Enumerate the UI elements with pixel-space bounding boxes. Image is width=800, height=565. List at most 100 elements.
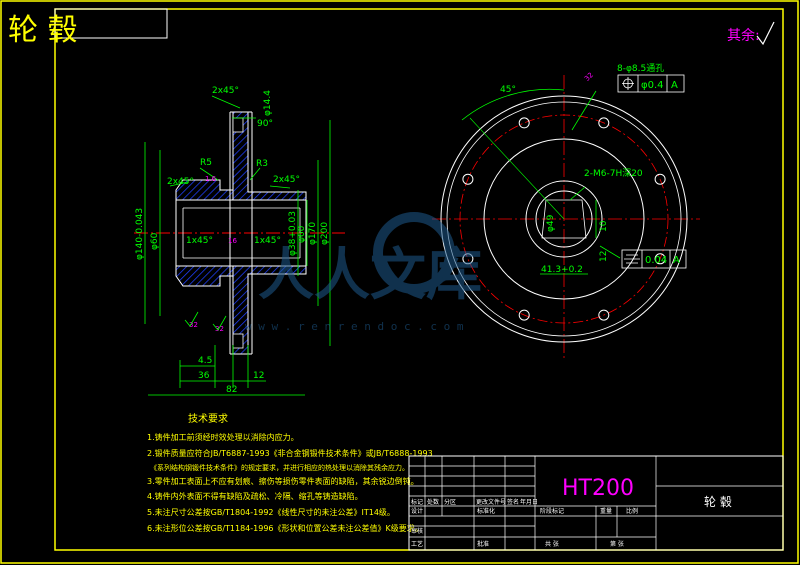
tb-zone: 分区 — [444, 498, 456, 506]
bolt-circle — [459, 114, 669, 324]
tb-process: 工艺 — [411, 540, 423, 548]
dim-bore: φ60 — [150, 232, 160, 250]
tb-sign: 签名 — [507, 498, 519, 506]
outer-circle-2 — [446, 101, 682, 337]
dim-holes: 8-φ8.5通孔 — [617, 63, 664, 74]
sym-tol-value: 0.04 — [645, 255, 667, 266]
dim-38: φ38+0.03 — [288, 211, 298, 256]
tech-req-line-6: 5.未注尺寸公差按GB/T1804-1992《线性尺寸的未注公差》IT14级。 — [147, 507, 395, 517]
dim-12-front: 12 — [599, 251, 609, 262]
leader-chamfer-top — [211, 95, 241, 109]
symmetry-tolerance-frame: 0.04 A — [621, 249, 687, 269]
tb-sheet: 第 张 — [610, 540, 624, 548]
bolt-hole — [518, 117, 530, 129]
tb-mark: 标记 — [411, 498, 423, 506]
dim-thread: 2-M6-7H深20 — [584, 168, 643, 179]
tb-date: 年月日 — [520, 498, 538, 506]
dim-12: 12 — [253, 371, 264, 381]
tb-weight: 重量 — [600, 507, 612, 515]
bolt-hole — [462, 173, 474, 185]
dim-170: φ170 — [308, 222, 318, 245]
technical-requirements: 技术要求 1.铸件加工前须经时效处理以消除内应力。 2.锻件质量应符合JB/T6… — [147, 412, 433, 533]
dim-angle: 90° — [257, 119, 273, 129]
tb-scale: 比例 — [626, 507, 638, 515]
tech-req-line-3: 《系列结构钢锻件技术条件》的规定要求，并进行相应的热处理以消除其残余应力。 — [150, 463, 409, 472]
tb-stage-mark: 阶段标记 — [540, 507, 564, 515]
dim-41: 41.3+0.2 — [541, 265, 583, 275]
tb-approve: 批准 — [477, 540, 489, 548]
roughness-check-icon — [756, 21, 775, 46]
tb-review: 审核 — [411, 527, 423, 535]
dim-200: φ200 — [320, 222, 330, 245]
dim-dia-top: φ14.4 — [263, 90, 273, 116]
dim-82: 82 — [226, 385, 237, 395]
dim-bore-tol: φ140-0.043 — [135, 208, 145, 260]
angle-arc-45 — [461, 88, 565, 121]
tb-change-doc: 更改文件号 — [476, 498, 506, 506]
roughness-32b: 32 — [215, 325, 224, 333]
bolt-holes — [462, 117, 666, 321]
leader-chamfer-right — [269, 185, 291, 189]
dim-r5: R5 — [200, 158, 212, 168]
bolt-hole — [654, 173, 666, 185]
position-tolerance-frame: φ0.4 A — [617, 74, 685, 93]
sym-tol-datum: A — [673, 255, 680, 266]
mid-circle — [483, 138, 645, 300]
bolt-hole — [518, 309, 530, 321]
section-bore-lines — [182, 207, 301, 259]
roughness-32-front: 32 — [583, 71, 595, 83]
dim-dia-49: φ49 — [546, 214, 556, 232]
angle-line-45 — [469, 117, 565, 220]
tb-count: 处数 — [427, 498, 439, 506]
dim-4-5: 4.5 — [198, 356, 212, 366]
tech-req-line-4: 3.零件加工表面上不应有划痕、擦伤等损伤零件表面的缺陷，其余锐边倒钝。 — [147, 476, 419, 486]
title-tag-box — [54, 8, 168, 39]
pos-tol-value: φ0.4 — [641, 80, 664, 91]
roughness-16: 16 — [228, 237, 237, 245]
tech-req-line-1: 1.铸件加工前须经时效处理以消除内应力。 — [147, 432, 299, 442]
title-block: HT200 轮 毂 标记 处数 分区 更改文件号 签名 年月日 设计 标准化 审… — [408, 455, 784, 551]
drawing-title: 轮 毂 — [8, 13, 78, 48]
front-view: 45° 8-φ8.5通孔 2-M6-7H深20 φ49 10 41.3+0.2 … — [432, 63, 700, 360]
bolt-hole — [654, 253, 666, 265]
tb-standardize: 标准化 — [477, 507, 495, 515]
dim-10: 10 — [599, 220, 609, 232]
roughness-symbol-a — [184, 311, 199, 327]
tb-design: 设计 — [411, 507, 423, 515]
tech-req-line-2: 2.锻件质量应符合JB/T6887-1993《非合金钢锻件技术条件》或JB/T6… — [147, 448, 433, 458]
bolt-hole — [598, 117, 610, 129]
flange-hole-top — [232, 117, 244, 133]
section-view: 2x45° φ14.4 90° R5 R3 2x45° 2x45° φ140-0… — [134, 86, 345, 396]
dim-chamfer-top: 2x45° — [212, 86, 239, 96]
dim-r3: R3 — [256, 159, 268, 169]
leader-r3 — [249, 167, 261, 181]
watermark-url: w w w . r e n r e n d o c . c o m — [245, 320, 464, 333]
bore-circle — [535, 190, 593, 248]
dim-angle-45: 45° — [500, 85, 516, 95]
dim-60: φ60 — [297, 225, 307, 243]
hub-circle — [525, 180, 603, 258]
tech-req-title: 技术要求 — [188, 412, 228, 425]
leader-thread — [569, 186, 586, 201]
roughness-symbol-b — [212, 315, 227, 331]
bolt-hole — [462, 253, 474, 265]
leader-holes — [571, 90, 597, 131]
dim-chamfer-in-left: 1x45° — [186, 236, 213, 246]
leader-sym-tol — [599, 245, 621, 259]
part-name-text: 轮 毂 — [704, 495, 732, 509]
dim-36: 36 — [198, 371, 210, 381]
tech-req-line-5: 4.铸件内外表面不得有缺陷及疏松、冷隔、缩孔等铸造缺陷。 — [147, 491, 363, 501]
watermark: 人人文库 w w w . r e n r e n d o c . c o m — [245, 212, 482, 333]
leader-r5 — [199, 167, 219, 181]
roughness-note: 其余: — [727, 27, 760, 44]
tb-sheets: 共 张 — [545, 540, 559, 548]
leader-chamfer-left — [169, 181, 189, 187]
roughness-top: 1.6 — [205, 175, 217, 183]
symmetry-icon — [624, 254, 640, 264]
outer-circle — [440, 95, 688, 343]
tech-req-line-7: 6.未注形位公差按GB/T1184-1996《形状和位置公差未注公差值》K级要求… — [147, 523, 423, 533]
dim-chamfer-left: 2x45° — [167, 177, 194, 187]
section-outline — [175, 111, 307, 355]
